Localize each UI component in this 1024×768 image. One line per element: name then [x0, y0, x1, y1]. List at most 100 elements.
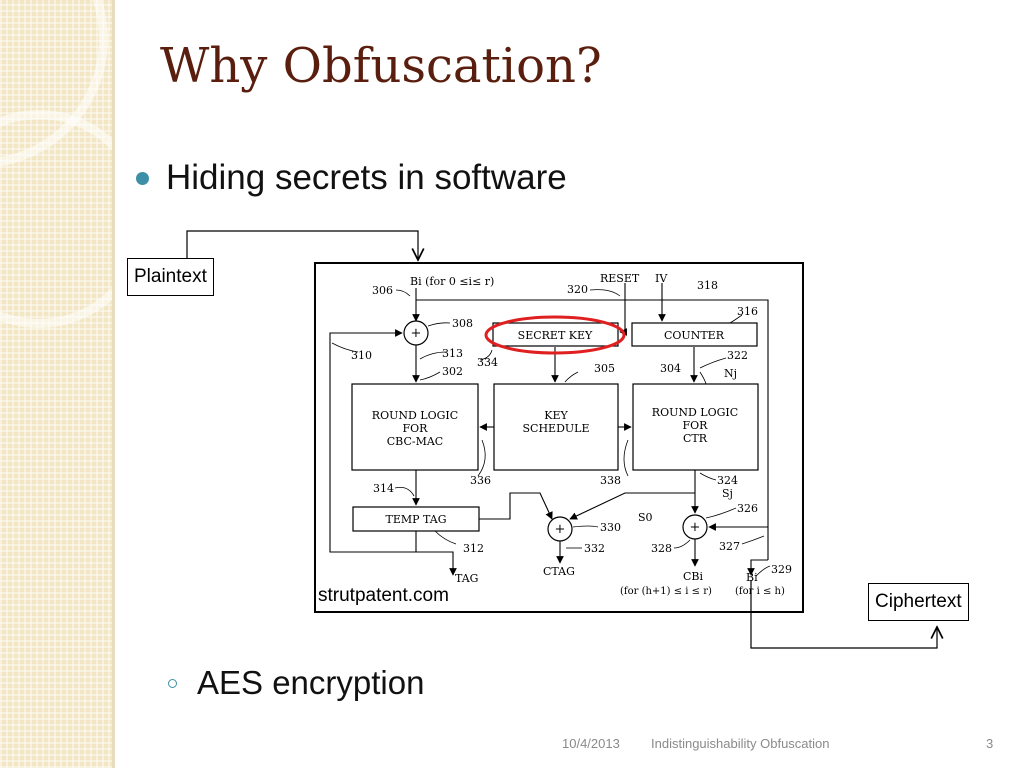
ref-320: 320 — [567, 283, 588, 296]
wire — [569, 492, 695, 520]
ref-308: 308 — [452, 317, 473, 330]
ref-330: 330 — [600, 521, 621, 534]
leader-line — [755, 565, 771, 577]
plaintext-box: Plaintext — [127, 258, 214, 296]
ref-313: 313 — [442, 347, 463, 360]
leader-line — [673, 539, 691, 549]
temp-tag-label: TEMP TAG — [386, 513, 447, 526]
ref-336: 336 — [470, 474, 491, 487]
ref-322: 322 — [727, 349, 748, 362]
ctag-label: CTAG — [543, 565, 575, 578]
leader-line — [705, 507, 737, 519]
secret-key-label: SECRET KEY — [518, 329, 593, 342]
ref-332: 332 — [584, 542, 605, 555]
bi-input-label: Bi (for 0 ≤i≤ r) — [410, 275, 494, 288]
leader-line — [623, 439, 629, 477]
leader-line — [699, 472, 717, 481]
sub-bullet-ring-icon — [168, 678, 177, 688]
leader-line — [729, 314, 743, 324]
footer-title: Indistinguishability Obfuscation — [651, 736, 830, 751]
counter-label: COUNTER — [664, 329, 725, 342]
wire — [416, 551, 457, 576]
iv-label: IV — [655, 272, 668, 285]
round-cbc-label-3: CBC-MAC — [387, 435, 443, 448]
ref-314: 314 — [373, 482, 394, 495]
key-schedule-label-1: KEY — [544, 409, 568, 422]
leader-line — [479, 349, 493, 361]
xor-308-symbol: + — [411, 326, 422, 341]
temp-tag-block — [352, 506, 480, 532]
bi-output-label: Bi — [746, 571, 758, 584]
source-label: strutpatent.com — [318, 585, 449, 606]
ref-318: 318 — [697, 279, 718, 292]
feedback-wire — [329, 329, 417, 553]
ref-312: 312 — [463, 542, 484, 555]
leader-line — [427, 322, 451, 327]
ref-316: 316 — [737, 305, 758, 318]
plaintext-connector — [186, 230, 418, 260]
reset-label: RESET — [600, 272, 640, 285]
footer-date: 10/4/2013 — [562, 736, 620, 751]
ciphertext-connector — [750, 580, 937, 649]
round-ctr-label-2: FOR — [683, 419, 709, 432]
leader-line — [394, 486, 415, 497]
side-divider — [112, 0, 115, 768]
leader-line — [419, 351, 447, 360]
ref-334: 334 — [477, 356, 498, 369]
round-logic-cbc-block — [351, 383, 479, 471]
ref-324: 324 — [717, 474, 738, 487]
round-ctr-label-1: ROUND LOGIC — [652, 406, 738, 419]
bullet-main: Hiding secrets in software — [136, 158, 567, 198]
leader-line — [699, 371, 707, 385]
wire — [416, 299, 769, 560]
leader-line — [434, 530, 457, 545]
counter-block — [631, 322, 758, 347]
ref-329: 329 — [771, 563, 792, 576]
bullet-sub: AES encryption — [168, 664, 424, 702]
ciphertext-box: Ciphertext — [868, 583, 969, 621]
decorative-side-panel — [0, 0, 112, 768]
bullet-sub-text: AES encryption — [197, 664, 425, 701]
wire — [747, 559, 768, 576]
round-ctr-label-3: CTR — [683, 432, 708, 445]
cbi-range-label: (for (h+1) ≤ i ≤ r) — [620, 586, 712, 597]
ref-304: 304 — [660, 362, 681, 375]
round-cbc-label-2: FOR — [403, 422, 429, 435]
leader-line — [477, 439, 486, 477]
xor-326-symbol: + — [690, 520, 701, 535]
ref-306: 306 — [372, 284, 393, 297]
round-cbc-label-1: ROUND LOGIC — [372, 409, 458, 422]
leader-line — [564, 371, 579, 383]
footer-page-number: 3 — [986, 736, 994, 751]
ref-326: 326 — [737, 502, 758, 515]
leader-line — [741, 535, 765, 545]
ref-302: 302 — [442, 365, 463, 378]
tag-label: TAG — [455, 572, 478, 585]
ref-338: 338 — [600, 474, 621, 487]
bullet-dot-icon — [136, 171, 149, 185]
xor-330-symbol: + — [555, 522, 566, 537]
bullet-main-text: Hiding secrets in software — [166, 158, 567, 197]
cbi-label: CBi — [683, 570, 704, 583]
leader-line — [395, 289, 411, 297]
leader-line — [331, 342, 359, 353]
nj-label: Nj — [724, 367, 737, 380]
sj-label: Sj — [722, 487, 733, 500]
secret-key-highlight — [484, 315, 626, 355]
decorative-ring — [0, 110, 112, 328]
ref-310: 310 — [351, 349, 372, 362]
key-schedule-block — [493, 383, 619, 471]
ref-327: 327 — [719, 540, 740, 553]
s0-label: S0 — [638, 511, 653, 524]
leader-line — [699, 357, 727, 369]
leader-line — [572, 525, 599, 528]
ref-305: 305 — [594, 362, 615, 375]
wire — [479, 492, 553, 520]
bi-output-range-label: (for i ≤ h) — [735, 586, 785, 597]
leader-line — [589, 289, 621, 297]
slide-title: Why Obfuscation? — [160, 38, 602, 94]
key-schedule-label-2: SCHEDULE — [523, 422, 590, 435]
ref-328: 328 — [651, 542, 672, 555]
secret-key-block — [492, 322, 619, 347]
